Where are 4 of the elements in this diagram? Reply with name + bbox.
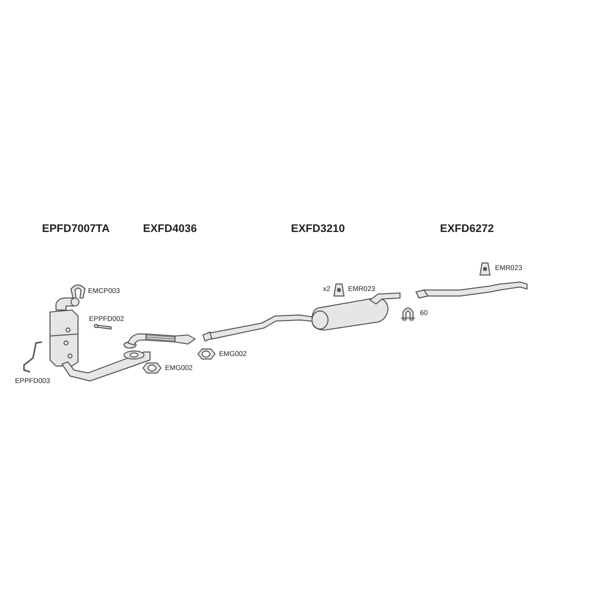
section-heading: EXFD3210 — [291, 224, 345, 235]
section-heading: EPFD7007TA — [42, 224, 110, 235]
section-heading: EXFD6272 — [440, 224, 494, 235]
section-heading: EXFD4036 — [143, 224, 197, 235]
